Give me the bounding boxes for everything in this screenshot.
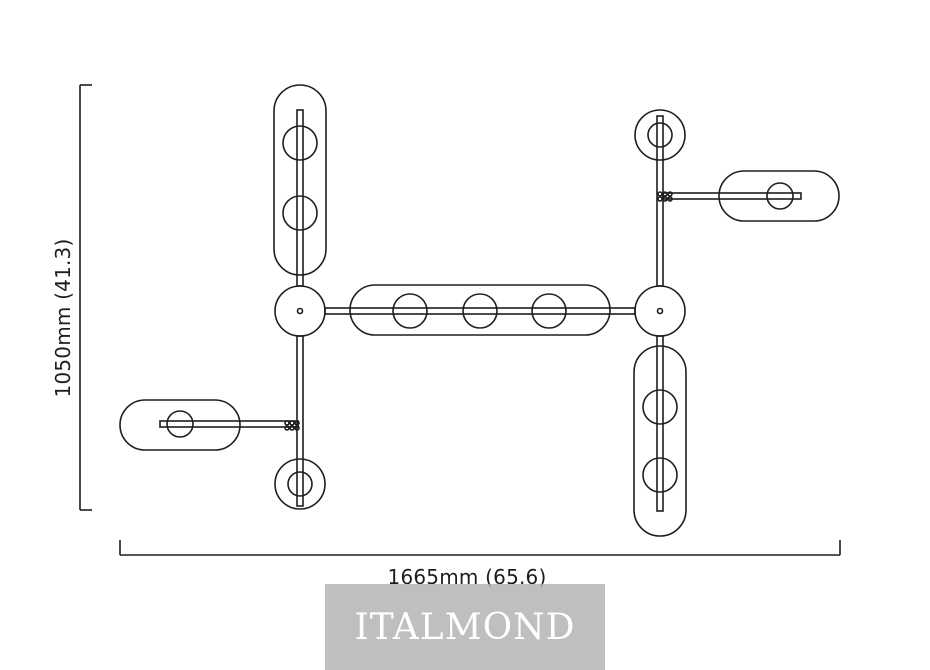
width-dimension-line bbox=[119, 540, 841, 556]
left-side-shade bbox=[119, 399, 300, 451]
right-side-shade bbox=[657, 170, 840, 222]
center-shade bbox=[324, 284, 636, 336]
left-upper-shade bbox=[273, 84, 327, 287]
height-dimension-line bbox=[79, 84, 92, 511]
left-hub bbox=[274, 285, 326, 337]
left-lower-arm bbox=[274, 335, 326, 510]
height-dimension-label: 1050mm (41.3) bbox=[51, 238, 75, 398]
right-hub bbox=[634, 285, 686, 337]
watermark-text: ITALMOND bbox=[354, 606, 576, 648]
right-lower-shade bbox=[633, 335, 687, 537]
right-upper-arm bbox=[634, 109, 686, 287]
watermark: ITALMOND bbox=[325, 584, 605, 670]
